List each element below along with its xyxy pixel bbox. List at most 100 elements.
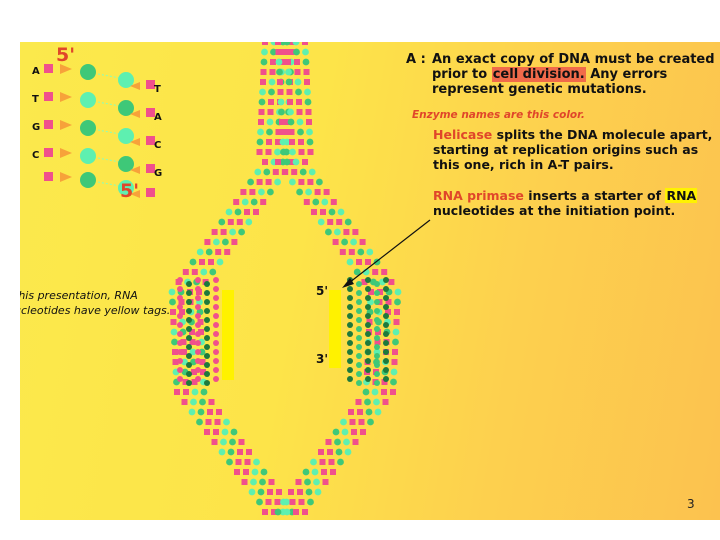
cluster-dot <box>356 344 362 350</box>
cluster-dot <box>213 304 219 310</box>
nucleotide-dot <box>366 248 374 256</box>
phosphate-square <box>214 419 221 425</box>
phosphate-square <box>381 389 387 395</box>
cluster-dot <box>195 313 201 319</box>
phosphate-square <box>233 199 240 205</box>
nucleotide-dot <box>188 408 196 416</box>
cluster-dot <box>347 349 353 355</box>
nucleotide-dot <box>247 178 255 186</box>
intro-text: An exact copy of DNA must be created pri… <box>432 52 715 97</box>
phosphate-square <box>258 119 264 125</box>
cluster-dot <box>365 304 371 310</box>
phosphate-square <box>307 149 314 155</box>
phosphate-square <box>368 289 374 295</box>
inset-sugar <box>118 72 134 88</box>
inset-right-base: G <box>154 168 163 179</box>
phosphate-square <box>260 79 266 85</box>
cluster-dot <box>347 322 353 328</box>
cluster-dot <box>186 308 192 314</box>
cluster-dot <box>204 380 210 386</box>
nucleotide-dot <box>216 258 224 266</box>
nucleotide-dot <box>394 288 402 296</box>
cluster-dot <box>195 340 201 346</box>
nucleotide-dot <box>258 188 265 196</box>
nucleotide-dot <box>316 178 323 186</box>
nucleotide-dot <box>390 368 398 376</box>
phosphate-square <box>385 309 391 315</box>
cluster-dot <box>195 295 201 301</box>
phosphate-square <box>392 349 398 355</box>
nucleotide-dot <box>299 168 307 176</box>
cluster-dot <box>204 317 210 323</box>
cluster-dot <box>177 340 183 346</box>
inset-bond <box>97 181 121 187</box>
nucleotide-dot <box>296 118 304 126</box>
cluster-dot <box>365 340 371 346</box>
rna-highlight: RNA <box>665 188 698 203</box>
phosphate-square <box>260 199 267 205</box>
inset-right-base: C <box>154 140 162 151</box>
phosphate-square <box>275 42 281 45</box>
inset-base-right <box>130 110 140 118</box>
cluster-dot <box>186 344 192 350</box>
cluster-dot <box>213 313 219 319</box>
nucleotide-dot <box>260 468 268 476</box>
nucleotide-dot <box>304 88 311 96</box>
nucleotide-dot <box>257 128 264 136</box>
cluster-dot <box>204 290 210 296</box>
primase-text: RNA primase inserts a starter of RNA nuc… <box>433 188 698 218</box>
cluster-dot <box>213 286 219 292</box>
cluster-dot <box>356 362 362 368</box>
nucleotide-dot <box>292 158 300 166</box>
nucleotide-dot <box>365 408 373 416</box>
phosphate-square <box>327 219 334 225</box>
nucleotide-dot <box>392 338 399 346</box>
phosphate-square <box>272 169 279 175</box>
phosphate-square <box>289 139 295 145</box>
nucleotide-dot <box>334 228 341 236</box>
phosphate-square <box>391 359 398 365</box>
nucleotide-dot <box>341 238 348 246</box>
phosphate-square <box>303 69 310 75</box>
inset-bond <box>97 73 121 79</box>
nucleotide-dot <box>274 508 282 516</box>
nucleotide-dot <box>213 238 220 246</box>
primer-5-prime-label: 5' <box>316 284 329 298</box>
phosphate-square <box>268 99 274 105</box>
phosphate-square <box>352 439 359 445</box>
cluster-dot <box>177 286 183 292</box>
phosphate-square <box>388 279 395 285</box>
nucleotide-dot <box>266 118 274 126</box>
phosphate-square <box>361 279 368 285</box>
nucleotide-dot <box>332 428 340 436</box>
phosphate-square <box>357 409 363 415</box>
cluster-dot <box>186 281 192 287</box>
nucleotide-dot <box>259 478 266 486</box>
phosphate-square <box>199 259 205 265</box>
nucleotide-dot <box>317 218 325 226</box>
phosphate-square <box>297 489 303 495</box>
nucleotide-dot <box>189 258 197 266</box>
nucleotide-dot <box>285 78 293 86</box>
cluster-dot <box>195 304 201 310</box>
nucleotide-dot <box>289 148 296 156</box>
cluster-dot <box>177 331 183 337</box>
phosphate-square <box>275 159 281 165</box>
cluster-dot <box>213 376 219 382</box>
phosphate-square <box>191 269 198 275</box>
nucleotide-dot <box>196 248 204 256</box>
phosphate-square <box>267 109 274 115</box>
nucleotide-dot <box>304 98 312 106</box>
nucleotide-dot <box>230 428 238 436</box>
nucleotide-dot <box>374 408 382 416</box>
phosphate-square <box>196 289 202 295</box>
phosphate-square <box>382 399 389 405</box>
nucleotide-dot <box>302 58 310 66</box>
nucleotide-dot <box>353 268 361 276</box>
inset-base-left <box>60 148 72 158</box>
nucleotide-dot <box>229 228 237 236</box>
cluster-dot <box>383 331 389 337</box>
cluster-dot <box>356 335 362 341</box>
phosphate-square <box>211 439 218 445</box>
cluster-dot <box>186 299 192 305</box>
